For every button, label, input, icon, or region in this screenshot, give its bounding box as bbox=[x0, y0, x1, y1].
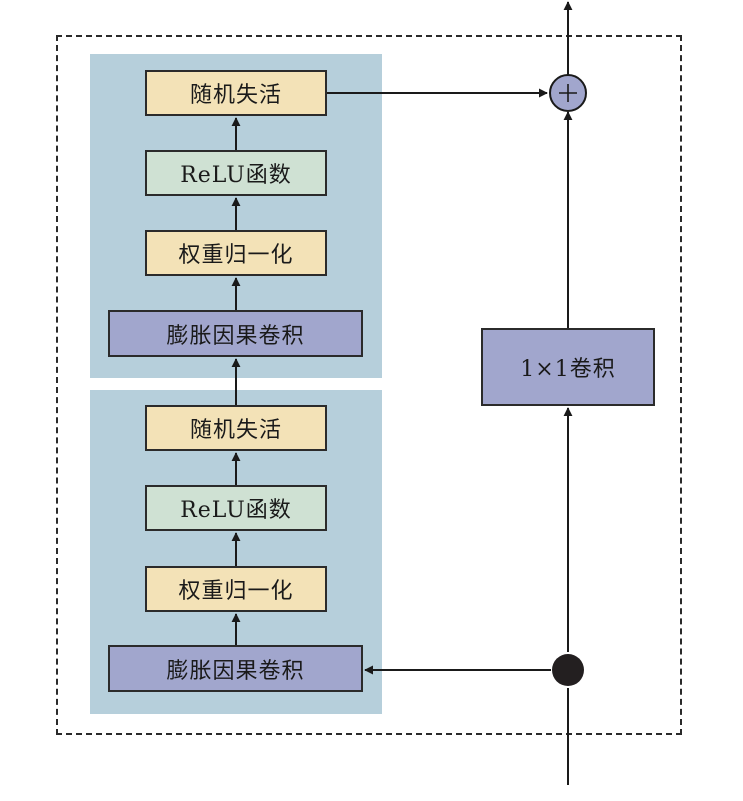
lower-relu-node: ReLU函数 bbox=[145, 485, 327, 531]
upper-dropout-label: 随机失活 bbox=[189, 83, 282, 108]
lower-dilated-conv-node: 膨胀因果卷积 bbox=[108, 645, 363, 692]
upper-dropout-node: 随机失活 bbox=[145, 70, 327, 116]
upper-weight-norm-node: 权重归一化 bbox=[145, 230, 327, 276]
residual-1x1-conv-label: 1×1卷积 bbox=[520, 357, 616, 382]
upper-relu-label: ReLU函数 bbox=[180, 163, 292, 188]
upper-dilated-conv-label: 膨胀因果卷积 bbox=[166, 323, 305, 349]
upper-relu-node: ReLU函数 bbox=[145, 150, 327, 196]
upper-dilated-conv-node: 膨胀因果卷积 bbox=[108, 310, 363, 357]
residual-1x1-conv-node: 1×1卷积 bbox=[481, 328, 655, 406]
upper-weight-norm-label: 权重归一化 bbox=[178, 243, 294, 268]
residual-block-boundary bbox=[56, 35, 682, 735]
lower-weight-norm-label: 权重归一化 bbox=[178, 579, 294, 604]
lower-dropout-node: 随机失活 bbox=[145, 405, 327, 451]
lower-relu-label: ReLU函数 bbox=[180, 498, 292, 523]
lower-weight-norm-node: 权重归一化 bbox=[145, 566, 327, 612]
lower-dropout-label: 随机失活 bbox=[189, 418, 282, 443]
lower-dilated-conv-label: 膨胀因果卷积 bbox=[166, 658, 305, 684]
